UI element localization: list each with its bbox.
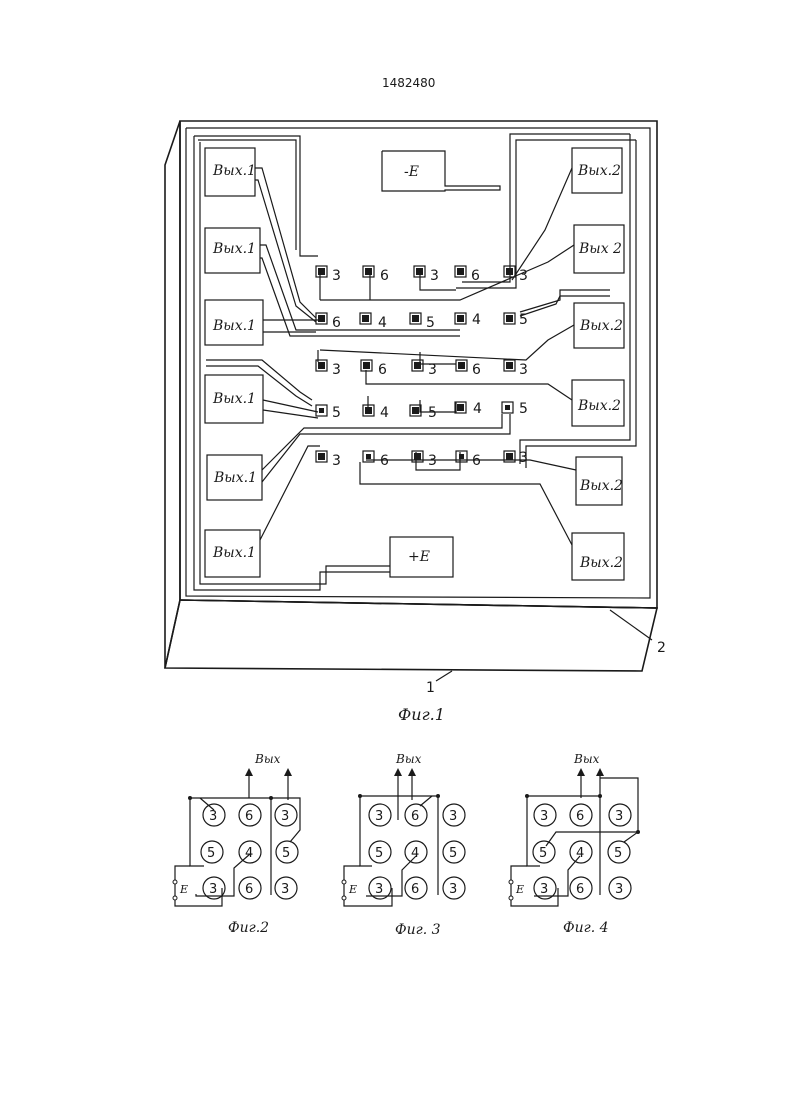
svg-text:5: 5 xyxy=(449,846,457,861)
contact-number: 4 xyxy=(380,405,389,421)
contact-number: 4 xyxy=(472,312,481,328)
right-pad-label: Вых.2 xyxy=(579,318,623,334)
e-label: Е xyxy=(348,883,357,896)
minus-e-label: -Е xyxy=(404,164,419,180)
svg-text:6: 6 xyxy=(576,809,584,824)
svg-text:4: 4 xyxy=(576,846,584,861)
svg-text:3: 3 xyxy=(209,882,217,897)
out-label: Вых xyxy=(395,752,422,766)
svg-text:6: 6 xyxy=(245,882,253,897)
svg-text:3: 3 xyxy=(615,882,623,897)
plus-e-label: +Е xyxy=(408,549,430,565)
svg-text:3: 3 xyxy=(281,809,289,824)
left-pad-label: Вых.1 xyxy=(212,318,256,334)
svg-text:3: 3 xyxy=(209,809,217,824)
svg-text:3: 3 xyxy=(615,809,623,824)
contact-number: 5 xyxy=(519,401,528,417)
svg-text:3: 3 xyxy=(540,809,548,824)
fig4-caption: Фиг. 4 xyxy=(563,920,609,936)
svg-text:6: 6 xyxy=(411,809,419,824)
svg-text:3: 3 xyxy=(540,882,548,897)
svg-text:5: 5 xyxy=(282,846,290,861)
fig2-schematic: Вых Е 3 6 3 5 4 5 3 6 3 Фиг.2 xyxy=(173,752,300,936)
contact-number: 5 xyxy=(332,405,341,421)
svg-text:6: 6 xyxy=(576,882,584,897)
svg-text:4: 4 xyxy=(245,846,253,861)
contact-number: 3 xyxy=(519,450,528,466)
contact-number: 6 xyxy=(471,268,480,284)
right-pad-label: Вых.2 xyxy=(577,163,621,179)
out-label: Вых xyxy=(254,752,281,766)
contact-number: 5 xyxy=(519,312,528,328)
contact-number: 6 xyxy=(380,268,389,284)
svg-text:3: 3 xyxy=(375,809,383,824)
left-pad-label: Вых.1 xyxy=(213,470,257,486)
left-pad-label: Вых.1 xyxy=(212,241,256,257)
contact-number: 4 xyxy=(378,315,387,331)
svg-text:6: 6 xyxy=(411,882,419,897)
svg-text:3: 3 xyxy=(281,882,289,897)
contact-number: 6 xyxy=(472,362,481,378)
fig1-fanout-traces xyxy=(255,168,576,545)
contact-number: 3 xyxy=(332,362,341,378)
right-pad-label: Вых.2 xyxy=(577,398,621,414)
out-label: Вых xyxy=(573,752,600,766)
left-pad-label: Вых.1 xyxy=(212,391,256,407)
fig2-caption: Фиг.2 xyxy=(228,920,269,936)
contact-number: 4 xyxy=(473,401,482,417)
contact-number: 5 xyxy=(428,405,437,421)
fig3-schematic: Вых Е 3 6 3 5 4 5 3 6 3 Фиг. 3 xyxy=(342,752,465,938)
fig1-right-pads: Вых.2 Вых 2 Вых.2 Вых.2 Вых.2 Вых.2 xyxy=(572,148,624,580)
fig3-caption: Фиг. 3 xyxy=(395,922,441,938)
patent-number: 1482480 xyxy=(382,76,435,90)
e-label: Е xyxy=(515,883,524,896)
right-pad-label: Вых 2 xyxy=(578,241,622,257)
e-label: Е xyxy=(179,883,188,896)
right-pad-label: Вых.2 xyxy=(579,555,623,571)
ref-layer: 2 xyxy=(657,640,666,656)
contact-number: 5 xyxy=(426,315,435,331)
contact-number: 3 xyxy=(428,453,437,469)
contact-number: 6 xyxy=(378,362,387,378)
svg-text:5: 5 xyxy=(614,846,622,861)
contact-number: 3 xyxy=(332,268,341,284)
fig4-schematic: Вых Е 3 6 3 5 4 5 3 6 3 Фиг. 4 xyxy=(509,752,640,936)
contact-number: 3 xyxy=(430,268,439,284)
svg-text:6: 6 xyxy=(245,809,253,824)
fig1-left-pads: Вых.1 Вых.1 Вых.1 Вых.1 Вых.1 Вых.1 xyxy=(205,148,263,577)
svg-text:5: 5 xyxy=(375,846,383,861)
fig1-caption: Фиг.1 xyxy=(398,705,445,724)
left-pad-label: Вых.1 xyxy=(212,163,256,179)
contact-number: 6 xyxy=(472,453,481,469)
contact-number: 3 xyxy=(428,362,437,378)
svg-text:5: 5 xyxy=(539,846,547,861)
left-pad-label: Вых.1 xyxy=(212,545,256,561)
contact-number: 6 xyxy=(332,315,341,331)
fig1-references: 2 1 xyxy=(426,610,666,696)
svg-text:3: 3 xyxy=(375,882,383,897)
contact-number: 3 xyxy=(519,268,528,284)
contact-number: 3 xyxy=(519,362,528,378)
svg-text:5: 5 xyxy=(207,846,215,861)
ref-substrate: 1 xyxy=(426,680,435,696)
contact-number: 6 xyxy=(380,453,389,469)
fig1-contact-array: 3 6 3 6 3 6 4 5 4 5 3 6 3 6 3 5 4 xyxy=(316,266,528,469)
contact-number: 3 xyxy=(332,453,341,469)
svg-text:3: 3 xyxy=(449,882,457,897)
svg-text:4: 4 xyxy=(411,846,419,861)
svg-text:3: 3 xyxy=(449,809,457,824)
right-pad-label: Вых.2 xyxy=(579,478,623,494)
